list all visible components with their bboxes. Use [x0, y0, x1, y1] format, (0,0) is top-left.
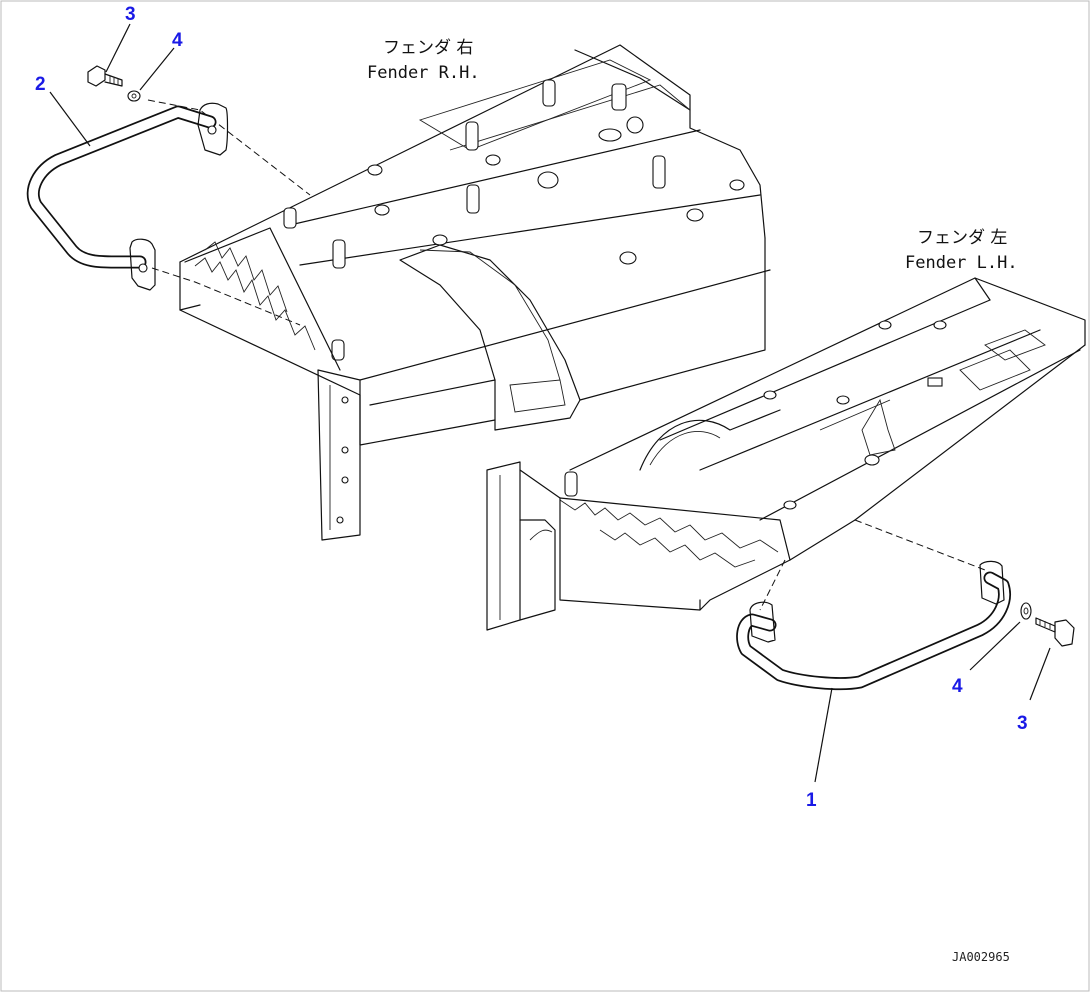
- leader-lines: [49, 23, 1051, 783]
- callout-lh-bolt: 3: [1017, 713, 1028, 734]
- fender-rh-label-en: Fender R.H.: [367, 63, 480, 83]
- callout-rh-washer: 4: [172, 30, 183, 51]
- fender-lh-label-en: Fender L.H.: [905, 253, 1018, 273]
- callout-lh-washer: 4: [952, 676, 963, 697]
- callout-rh-handrail: 2: [35, 74, 46, 95]
- fender-lh-label-ja: フェンダ 左: [917, 228, 1007, 248]
- callout-rh-bolt: 3: [125, 4, 136, 25]
- bolt-washer-lh: [1020, 602, 1075, 647]
- fender-lh-drawing: [486, 277, 1086, 631]
- handrail-rh: [26, 102, 229, 291]
- callout-lh-handrail: 1: [806, 790, 817, 811]
- drawing-code: JA002965: [952, 950, 1010, 964]
- fender-rh-label-ja: フェンダ 右: [383, 38, 473, 58]
- fender-rh-drawing: [147, 44, 771, 541]
- bolt-washer-rh: [87, 65, 141, 102]
- handrail-lh: [736, 560, 1011, 691]
